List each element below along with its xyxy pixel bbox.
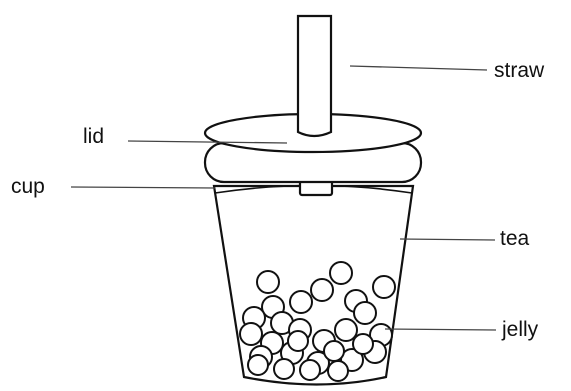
tea-leader-line xyxy=(400,239,495,240)
cup-label: cup xyxy=(11,175,45,198)
jelly-ball xyxy=(257,271,279,293)
jelly-ball xyxy=(354,302,376,324)
jelly-ball xyxy=(300,360,320,380)
jelly-ball xyxy=(240,323,262,345)
jelly-ball xyxy=(353,334,373,354)
jelly-leader-line xyxy=(385,329,496,330)
jelly-label: jelly xyxy=(501,318,539,341)
tea-label: tea xyxy=(500,227,530,250)
straw-leader-line xyxy=(350,66,487,70)
straw-upper xyxy=(298,16,331,136)
lid-label: lid xyxy=(83,125,104,148)
jelly-ball xyxy=(335,319,357,341)
jelly-ball xyxy=(290,291,312,313)
jelly-ball xyxy=(330,262,352,284)
straw-label: straw xyxy=(494,59,545,82)
jelly-ball xyxy=(373,276,395,298)
jelly-ball xyxy=(274,359,294,379)
jelly-ball xyxy=(311,279,333,301)
jelly-ball xyxy=(288,331,308,351)
jelly-ball xyxy=(324,341,344,361)
jelly-ball xyxy=(328,361,348,381)
jelly-ball xyxy=(248,355,268,375)
cup-leader-line xyxy=(71,187,215,188)
